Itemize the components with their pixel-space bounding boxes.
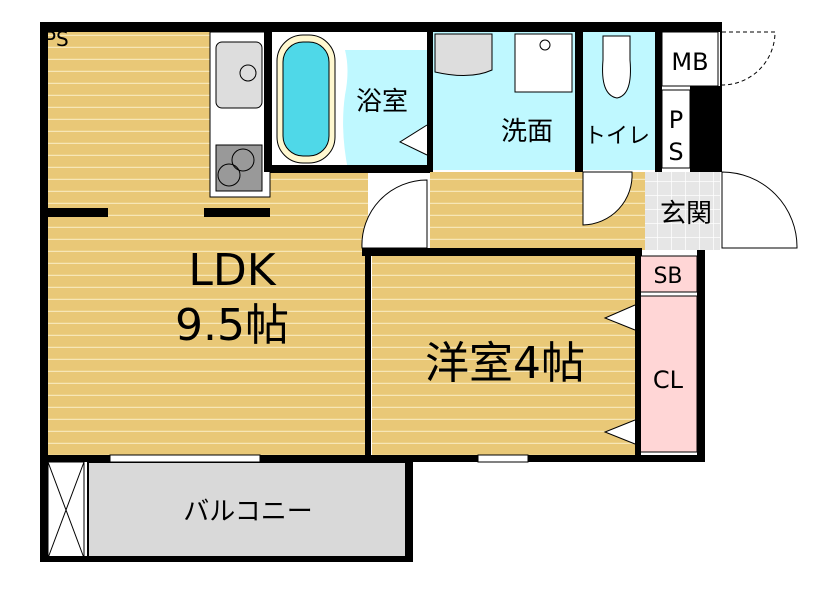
drain-icon [539, 39, 551, 51]
closet-door-icon [603, 304, 636, 445]
ldk-name: LDK [188, 245, 276, 296]
walls [40, 22, 722, 562]
shoe-box [639, 255, 698, 293]
entrance-floor [645, 172, 720, 250]
window [477, 454, 529, 463]
ps-label: PS [44, 27, 69, 51]
toilet-door[interactable] [582, 171, 633, 226]
window [109, 454, 261, 463]
stove-icon [215, 144, 263, 192]
entrance-door[interactable] [721, 171, 798, 249]
washroom-label: 洗面 [501, 117, 553, 147]
toilet-icon [602, 35, 631, 99]
pipe-space-s: S [668, 138, 683, 166]
washing-machine-icon [514, 33, 573, 93]
bath-door-icon [398, 124, 428, 156]
ldk-size: 9.5帖 [175, 300, 289, 351]
sink-drain-icon [239, 64, 257, 82]
closet-label: CL [653, 366, 684, 394]
outdoor-unit-cross [47, 461, 85, 559]
ldk-door[interactable] [361, 179, 428, 249]
meter-box-label: MB [671, 48, 708, 76]
entrance-label: 玄関 [660, 199, 712, 229]
bathtub-water-icon [282, 41, 330, 157]
wash-basin-icon [434, 33, 493, 76]
meter-box-door[interactable] [721, 31, 776, 86]
western-room-floor [372, 256, 636, 456]
pipe-space-p: P [669, 106, 683, 134]
toilet-label: トイレ [584, 124, 650, 149]
sink-icon [215, 41, 263, 109]
shoe-box-label: SB [653, 264, 682, 289]
western-room-label: 洋室4帖 [425, 338, 585, 389]
burner-icon [231, 148, 255, 172]
meter-box [661, 31, 719, 87]
balcony [87, 461, 411, 559]
bath-label: 浴室 [356, 87, 408, 117]
balcony-label: バルコニー [183, 497, 312, 527]
burner-icon [217, 163, 241, 187]
